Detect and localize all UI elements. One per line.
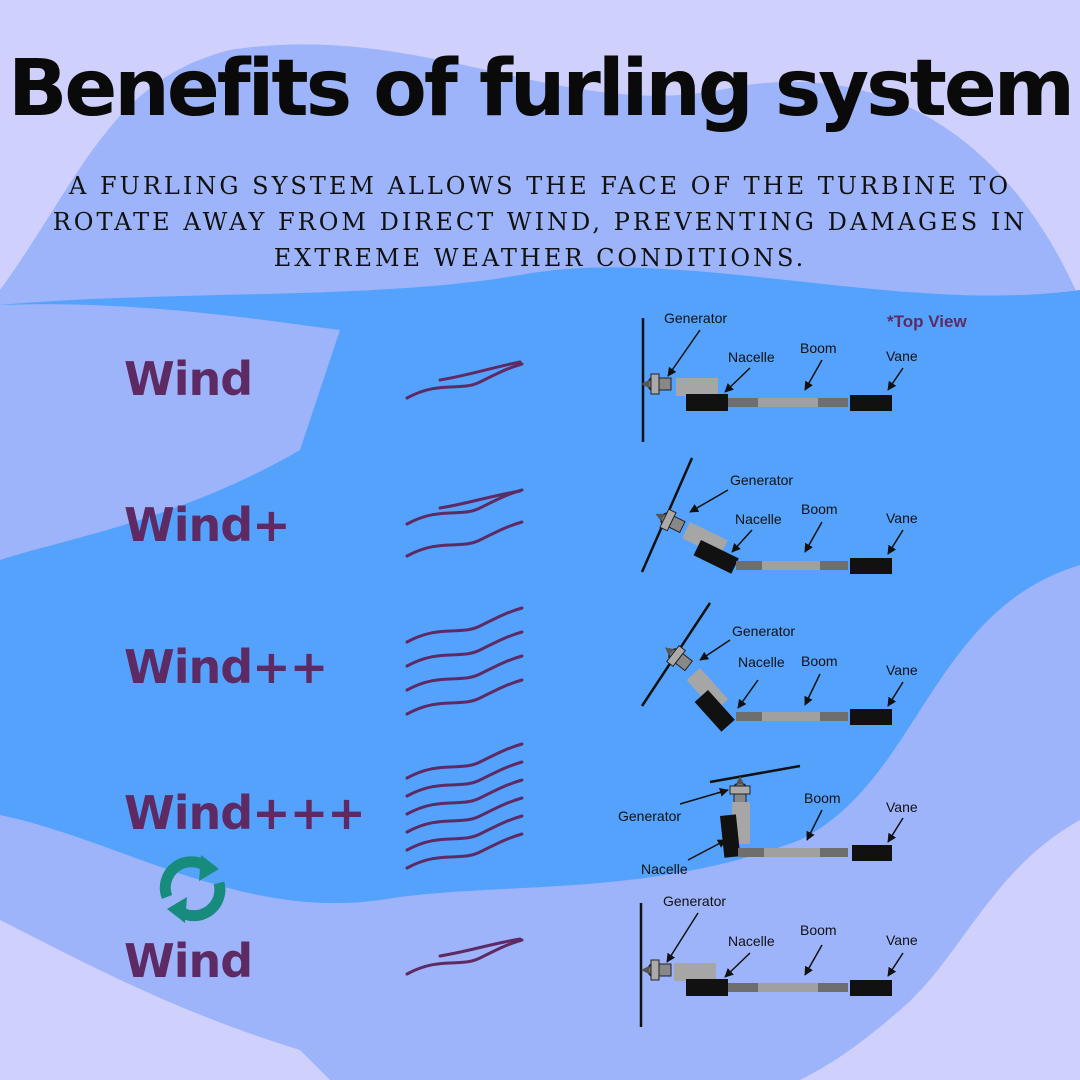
top-view-note: *Top View	[887, 312, 967, 331]
vane-label-3: Vane	[886, 662, 918, 678]
generator-label-3: Generator	[732, 623, 795, 639]
boom-label-2: Boom	[801, 501, 838, 517]
wind-label-5: Wind	[124, 934, 253, 988]
nacelle-label-1: Nacelle	[728, 349, 775, 365]
wind-gusts-5	[405, 937, 524, 976]
turbine-row-1: Generator Nacelle Boom Vane	[640, 310, 918, 442]
generator-label-5: Generator	[663, 893, 726, 909]
wind-gusts-2	[405, 488, 524, 558]
turbine-row-3: Generator Nacelle Boom Vane	[640, 602, 918, 732]
boom-label-1: Boom	[800, 340, 837, 356]
vane-label-2: Vane	[886, 510, 918, 526]
wind-label-3: Wind++	[124, 640, 328, 694]
generator-label-1: Generator	[664, 310, 727, 326]
nacelle-label-5: Nacelle	[728, 933, 775, 949]
wind-gusts-3	[405, 606, 524, 716]
nacelle-label-2: Nacelle	[735, 511, 782, 527]
wind-label-2: Wind+	[124, 498, 291, 552]
nacelle-label-3: Nacelle	[738, 654, 785, 670]
wind-label-1: Wind	[124, 352, 253, 406]
turbine-row-5: Generator Nacelle Boom Vane	[639, 893, 918, 1027]
boom-label-3: Boom	[801, 653, 838, 669]
vane-label-5: Vane	[886, 932, 918, 948]
generator-label-2: Generator	[730, 472, 793, 488]
wind-gusts-1	[405, 360, 524, 400]
turbine-row-4: Generator Nacelle Boom Vane	[618, 764, 918, 877]
generator-label-4: Generator	[618, 808, 681, 824]
vane-label-1: Vane	[886, 348, 918, 364]
page-subtitle: A furling system allows the face of the …	[52, 172, 1028, 272]
wind-gusts-4	[405, 742, 524, 870]
refresh-cycle-icon	[159, 855, 226, 923]
turbine-row-2: Generator Nacelle Boom Vane	[640, 457, 918, 574]
page-title: Benefits of furling system	[7, 44, 1075, 134]
nacelle-label-4: Nacelle	[641, 861, 688, 877]
boom-label-5: Boom	[800, 922, 837, 938]
vane-label-4: Vane	[886, 799, 918, 815]
wind-label-4: Wind+++	[124, 786, 366, 840]
boom-label-4: Boom	[804, 790, 841, 806]
